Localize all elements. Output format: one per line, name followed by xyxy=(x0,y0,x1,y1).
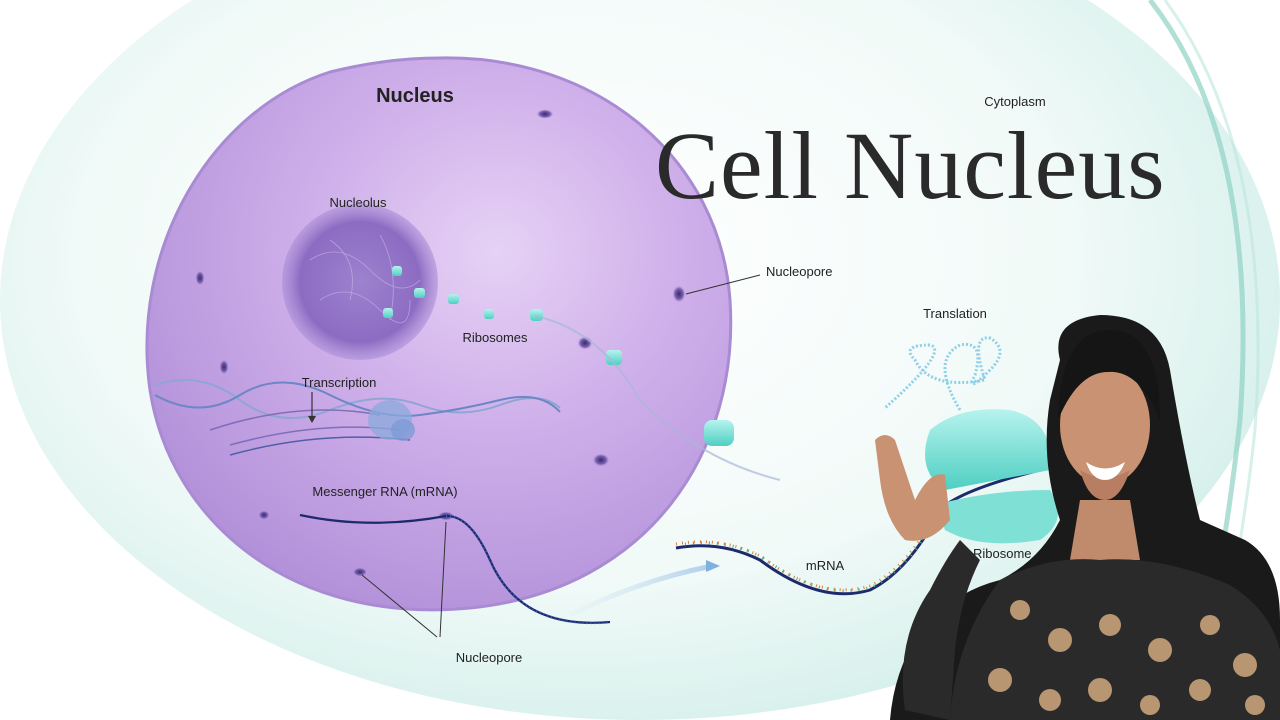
nucleolus xyxy=(282,204,438,360)
mrna-strand-nucleus xyxy=(299,513,611,624)
nucleus xyxy=(145,56,733,612)
translating-ribosome xyxy=(925,409,1051,490)
label-ribosome: Ribosome xyxy=(973,546,1032,561)
page-title: Cell Nucleus xyxy=(655,112,1166,219)
ribosome-subunits xyxy=(383,266,622,365)
label-translation: Translation xyxy=(923,306,987,321)
label-transcription: Transcription xyxy=(302,375,377,390)
label-cytoplasm: Cytoplasm xyxy=(984,94,1045,109)
label-nucleopore-right: Nucleopore xyxy=(766,264,833,279)
protein-chain xyxy=(884,336,1002,411)
exiting-ribosome xyxy=(704,420,734,446)
label-mrna: mRNA xyxy=(806,558,845,573)
label-messenger-rna: Messenger RNA (mRNA) xyxy=(312,484,457,499)
presenter xyxy=(875,315,1280,720)
nucleopores xyxy=(195,109,686,577)
label-nucleolus: Nucleolus xyxy=(329,195,387,210)
label-ribosomes: Ribosomes xyxy=(462,330,528,345)
mrna-strand-cytoplasm xyxy=(675,468,1041,596)
label-nucleus: Nucleus xyxy=(376,85,454,107)
label-nucleopore-bottom: Nucleopore xyxy=(456,650,523,665)
